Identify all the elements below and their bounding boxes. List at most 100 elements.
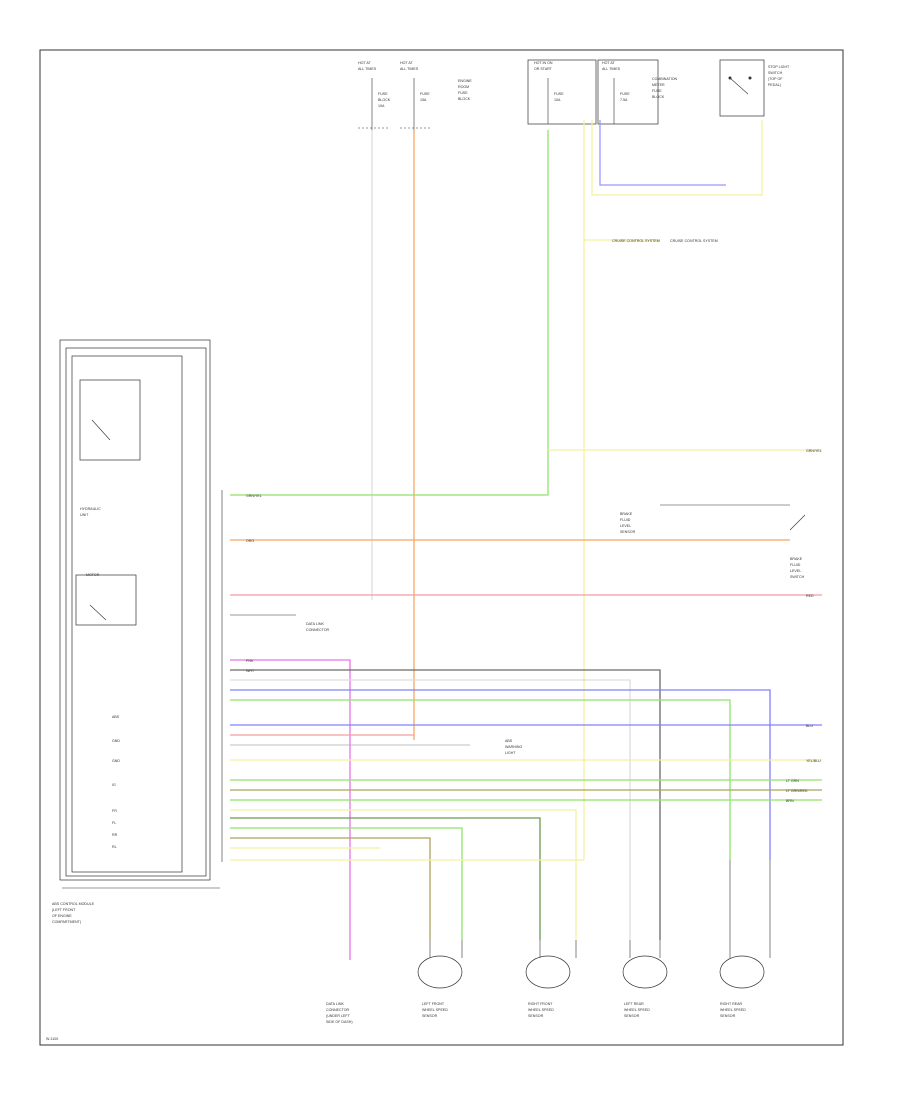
fuse-2: HOT AT ALL TIMES FUSE 15A ENGINE ROOM FU… (400, 61, 472, 130)
bottom-link-2: CONNECTOR (326, 1008, 349, 1012)
module-desc-2: (LEFT FRONT (52, 908, 76, 912)
svg-text:OF ENGINE: OF ENGINE (52, 914, 72, 918)
fuse-2-desc-1: ENGINE (458, 79, 472, 83)
fuse-4-label-2: ALL TIMES (602, 67, 621, 71)
svg-text:SIDE OF DASH): SIDE OF DASH) (326, 1020, 353, 1024)
svg-text:WHT: WHT (246, 669, 255, 673)
wire-label-lt-grn: LT GRN (786, 779, 799, 783)
svg-text:RL: RL (112, 845, 117, 849)
fuse-2-desc-2: ROOM (458, 85, 469, 89)
svg-text:7.5A: 7.5A (620, 98, 628, 102)
wires (230, 120, 822, 960)
abs-warning-label-1: ABS (505, 739, 513, 743)
svg-text:OR START: OR START (534, 67, 553, 71)
fuse-4-name-1: FUSE (620, 92, 630, 96)
svg-text:ROOM: ROOM (458, 85, 469, 89)
module-pin-4: IG (112, 783, 116, 787)
wire-label-wht: WHT (246, 669, 255, 673)
wire-label-yel-blu: YEL/BLU (806, 759, 821, 763)
module-desc-1: ABS CONTROL MODULE (52, 902, 95, 906)
footer-code: W-1100 (46, 1037, 58, 1041)
svg-text:COMBINATION: COMBINATION (652, 77, 677, 81)
sensor-lf-3: SENSOR (422, 1014, 438, 1018)
abs-warning-label-2: WARNING (505, 745, 522, 749)
wire-label-org: ORG (246, 539, 254, 543)
bottom-data-link-connector: DATA LINK CONNECTOR (UNDER LEFT SIDE OF … (326, 1002, 353, 1024)
svg-text:HOT IN ON: HOT IN ON (534, 61, 553, 65)
stop-switch-label-4: PEDAL) (768, 83, 781, 87)
mid-note-1: BRAKE (620, 512, 633, 516)
svg-text:SENSOR: SENSOR (620, 530, 636, 534)
svg-text:DATA LINK: DATA LINK (326, 1002, 344, 1006)
svg-text:UNIT: UNIT (80, 513, 89, 517)
brake-fluid-label-4: SWITCH (790, 575, 805, 579)
fuse-1-name-3: 10A (378, 104, 385, 108)
cruise-control-label: CRUISE CONTROL SYSTEM (612, 239, 660, 243)
fuse-2-name-1: FUSE (420, 92, 430, 96)
brake-fluid-label-1: BRAKE (790, 557, 803, 561)
svg-text:BLU: BLU (806, 724, 813, 728)
module-pin-7: RR (112, 833, 118, 837)
fuse-1-label-2: ALL TIMES (358, 67, 377, 71)
sensor-right-front: RIGHT FRONT WHEEL SPEED SENSOR (525, 940, 577, 1018)
svg-text:YEL/BLU: YEL/BLU (806, 759, 821, 763)
svg-text:METER: METER (652, 83, 665, 87)
wire-labels: GRN/YEL GRN/YEL ORG RED BLU YEL/BLU LT G… (246, 449, 822, 803)
svg-text:BRAKE: BRAKE (790, 557, 803, 561)
abs-warning-light: ABS WARNING LIGHT (505, 739, 522, 755)
brake-fluid-level-switch: BRAKE FLUID LEVEL SWITCH BRAKE FLUID LEV… (620, 504, 806, 579)
wire-label-pnk: PNK (246, 659, 254, 663)
svg-text:BRN: BRN (786, 799, 794, 803)
svg-text:ALL TIMES: ALL TIMES (602, 67, 621, 71)
sensor-lr-2: WHEEL SPEED (624, 1008, 650, 1012)
fuse-4-desc-3: FUSE (652, 89, 662, 93)
svg-text:PNK: PNK (246, 659, 254, 663)
svg-text:WHEEL SPEED: WHEEL SPEED (528, 1008, 554, 1012)
svg-text:LEFT FRONT: LEFT FRONT (422, 1002, 445, 1006)
sensor-rr-3: SENSOR (720, 1014, 736, 1018)
module-pin-3: GND (112, 759, 120, 763)
module-pin-1: ABS (112, 715, 120, 719)
svg-text:(TOP OF: (TOP OF (768, 77, 783, 81)
module-pin-5: FR (112, 809, 117, 813)
svg-text:LT GRN: LT GRN (786, 779, 799, 783)
data-link-label-2: CONNECTOR (306, 628, 329, 632)
svg-text:RIGHT FRONT: RIGHT FRONT (528, 1002, 553, 1006)
svg-text:(UNDER LEFT: (UNDER LEFT (326, 1014, 351, 1018)
hydraulic-label-2: UNIT (80, 513, 89, 517)
svg-text:ALL TIMES: ALL TIMES (400, 67, 419, 71)
fuse-1-label-1: HOT AT (358, 61, 371, 65)
fuse-3-label-2: OR START (534, 67, 553, 71)
svg-text:HOT AT: HOT AT (602, 61, 615, 65)
svg-text:10A: 10A (554, 98, 561, 102)
svg-text:CRUISE CONTROL SYSTEM: CRUISE CONTROL SYSTEM (612, 239, 660, 243)
data-link-label-1: DATA LINK (306, 622, 324, 626)
cruise-control-ref: CRUISE CONTROL SYSTEM CRUISE CONTROL SYS… (612, 239, 718, 243)
svg-text:FLUID: FLUID (790, 563, 801, 567)
svg-text:ABS: ABS (505, 739, 513, 743)
svg-text:CONNECTOR: CONNECTOR (326, 1008, 349, 1012)
svg-text:BLOCK: BLOCK (458, 97, 471, 101)
mid-note-3: LEVEL (620, 524, 631, 528)
svg-text:BLOCK: BLOCK (652, 95, 665, 99)
wire-label-grn-yel: GRN/YEL (246, 494, 262, 498)
svg-text:WHEEL SPEED: WHEEL SPEED (624, 1008, 650, 1012)
svg-text:SWITCH: SWITCH (790, 575, 805, 579)
svg-text:MOTOR: MOTOR (86, 573, 100, 577)
module-pin-2: GND (112, 739, 120, 743)
cruise-control-text: CRUISE CONTROL SYSTEM (670, 239, 718, 243)
fuse-4-desc-2: METER (652, 83, 665, 87)
svg-text:ABS: ABS (112, 715, 120, 719)
svg-text:LEFT REAR: LEFT REAR (624, 1002, 644, 1006)
brake-fluid-label-2: FLUID (790, 563, 801, 567)
sensor-rr-1: RIGHT REAR (720, 1002, 743, 1006)
svg-text:LEVEL: LEVEL (620, 524, 631, 528)
mid-note-2: FLUID (620, 518, 631, 522)
sensor-lf-2: WHEEL SPEED (422, 1008, 448, 1012)
svg-text:SENSOR: SENSOR (422, 1014, 438, 1018)
abs-warning-label-3: LIGHT (505, 751, 516, 755)
module-desc-4: COMPARTMENT) (52, 920, 81, 924)
fuse-3-name-2: 10A (554, 98, 561, 102)
svg-text:FUSE: FUSE (620, 92, 630, 96)
